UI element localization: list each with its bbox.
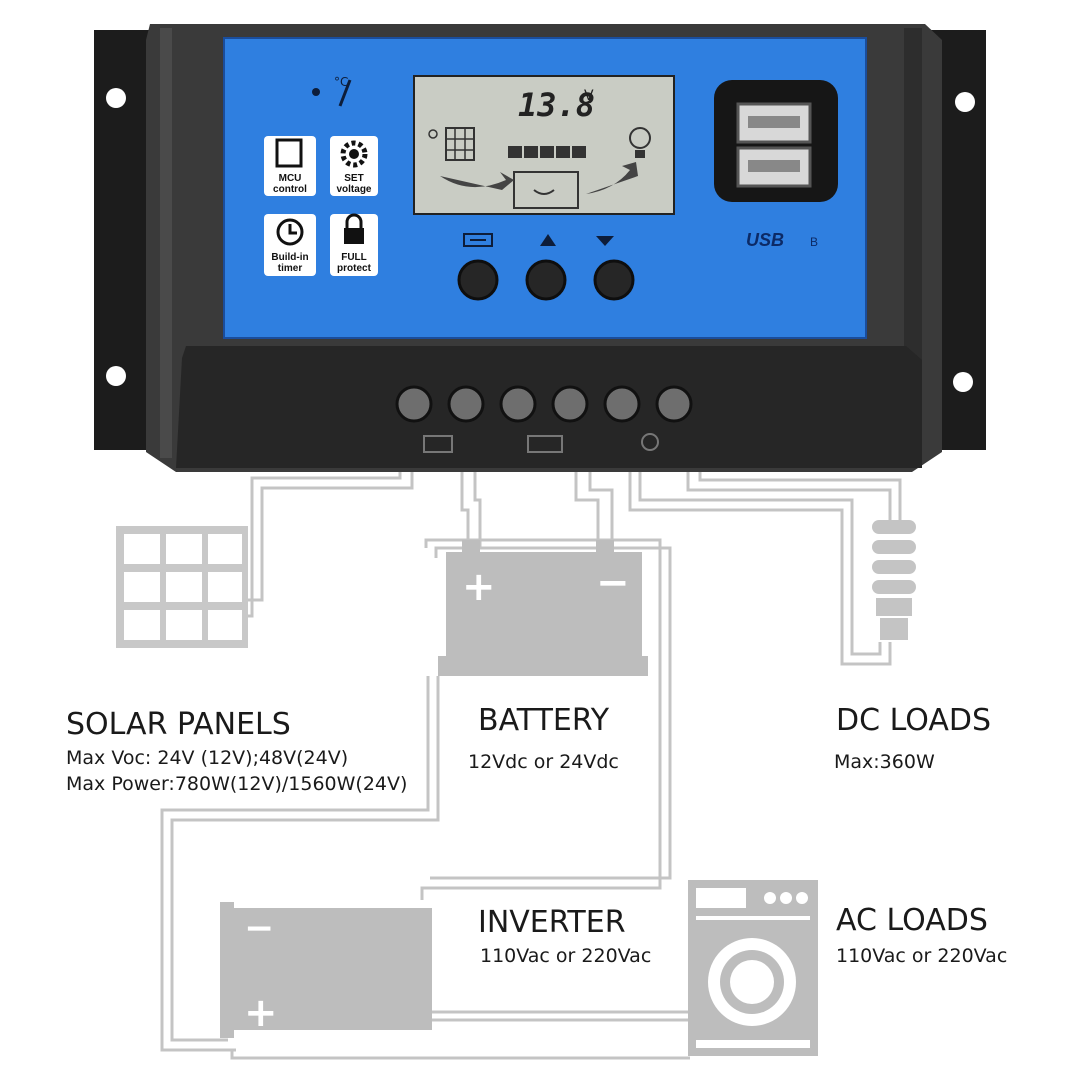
battery-minus: − — [596, 560, 630, 606]
down-button[interactable] — [593, 259, 635, 301]
badge-full-protect: FULL protect — [330, 213, 378, 276]
charge-controller: °C MCU control SET voltage Build-in — [94, 24, 986, 472]
down-arrow-icon — [596, 236, 614, 246]
svg-text:voltage: voltage — [336, 184, 371, 195]
terminal-screw[interactable] — [447, 385, 485, 423]
terminal-bulb-icon — [641, 433, 659, 451]
up-arrow-icon — [540, 234, 556, 246]
ac-loads-title: AC LOADS — [836, 903, 988, 938]
svg-text:MCU: MCU — [279, 173, 302, 184]
up-button[interactable] — [525, 259, 567, 301]
inverter-plus: + — [244, 990, 278, 1036]
terminal-screw[interactable] — [603, 385, 641, 423]
battery-level-bars — [508, 146, 586, 158]
voltage-unit: V — [584, 88, 594, 104]
terminal-markings — [423, 433, 659, 453]
inverter-minus: − — [244, 908, 274, 949]
wires — [160, 470, 902, 1060]
terminal-block — [176, 346, 922, 468]
ac-loads-line-1: 110Vac or 220Vac — [836, 945, 1007, 967]
badge-build-in-timer: Build-in timer — [264, 214, 316, 276]
terminal-screw[interactable] — [551, 385, 589, 423]
terminal-screws — [395, 385, 693, 423]
svg-text:protect: protect — [337, 263, 372, 274]
temperature-unit: °C — [334, 75, 348, 89]
svg-text:Build-in: Build-in — [271, 252, 308, 263]
inverter-title: INVERTER — [478, 905, 626, 940]
chip-icon — [275, 138, 303, 168]
charge-arrow-icon — [440, 172, 514, 190]
lock-icon — [344, 213, 364, 244]
clock-icon — [276, 218, 304, 246]
inverter-line-1: 110Vac or 220Vac — [480, 945, 651, 967]
terminal-screw[interactable] — [499, 385, 537, 423]
gear-icon — [340, 140, 368, 168]
menu-icon — [463, 233, 493, 247]
washing-machine-icon — [688, 880, 818, 1056]
discharge-arrow-icon — [586, 162, 638, 194]
sun-icon — [428, 129, 438, 139]
svg-text:FULL: FULL — [341, 252, 367, 263]
battery-line-1: 12Vdc or 24Vdc — [468, 751, 619, 773]
terminal-screw[interactable] — [395, 385, 433, 423]
usb-port-block — [714, 80, 838, 202]
cfl-bulb-icon — [872, 520, 916, 640]
dc-loads-title: DC LOADS — [836, 703, 991, 738]
usb-label: USB — [746, 230, 784, 250]
usb-sub-label: B — [810, 235, 818, 249]
solar-title: SOLAR PANELS — [66, 707, 291, 742]
lcd-bulb-icon — [629, 127, 651, 158]
terminal-screw[interactable] — [655, 385, 693, 423]
inverter-icon: − + — [220, 902, 432, 1038]
mounting-bracket-left — [94, 30, 154, 450]
solar-line-2: Max Power:780W(12V)/1560W(24V) — [66, 773, 407, 795]
badge-mcu-control: MCU control — [264, 136, 316, 196]
battery-icon: + − — [438, 540, 648, 676]
svg-text:SET: SET — [344, 173, 363, 184]
svg-text:control: control — [273, 184, 307, 195]
temperature-sensor-icon — [312, 88, 320, 96]
lcd-battery-icon — [513, 171, 579, 209]
thermometer-icon — [338, 79, 352, 107]
svg-text:timer: timer — [278, 263, 303, 274]
lcd-display: 13.8 V — [413, 75, 675, 215]
terminal-solar-icon — [423, 435, 453, 453]
solar-line-1: Max Voc: 24V (12V);48V(24V) — [66, 747, 348, 769]
voltage-readout: 13.8 — [518, 86, 595, 124]
battery-plus: + — [462, 564, 496, 610]
battery-title: BATTERY — [478, 703, 610, 738]
menu-button[interactable] — [457, 259, 499, 301]
solar-panel-icon — [116, 526, 248, 648]
dc-loads-line-1: Max:360W — [834, 751, 935, 773]
badge-set-voltage: SET voltage — [330, 136, 378, 196]
terminal-battery-icon — [527, 435, 563, 453]
solar-panel-icon — [445, 127, 475, 161]
